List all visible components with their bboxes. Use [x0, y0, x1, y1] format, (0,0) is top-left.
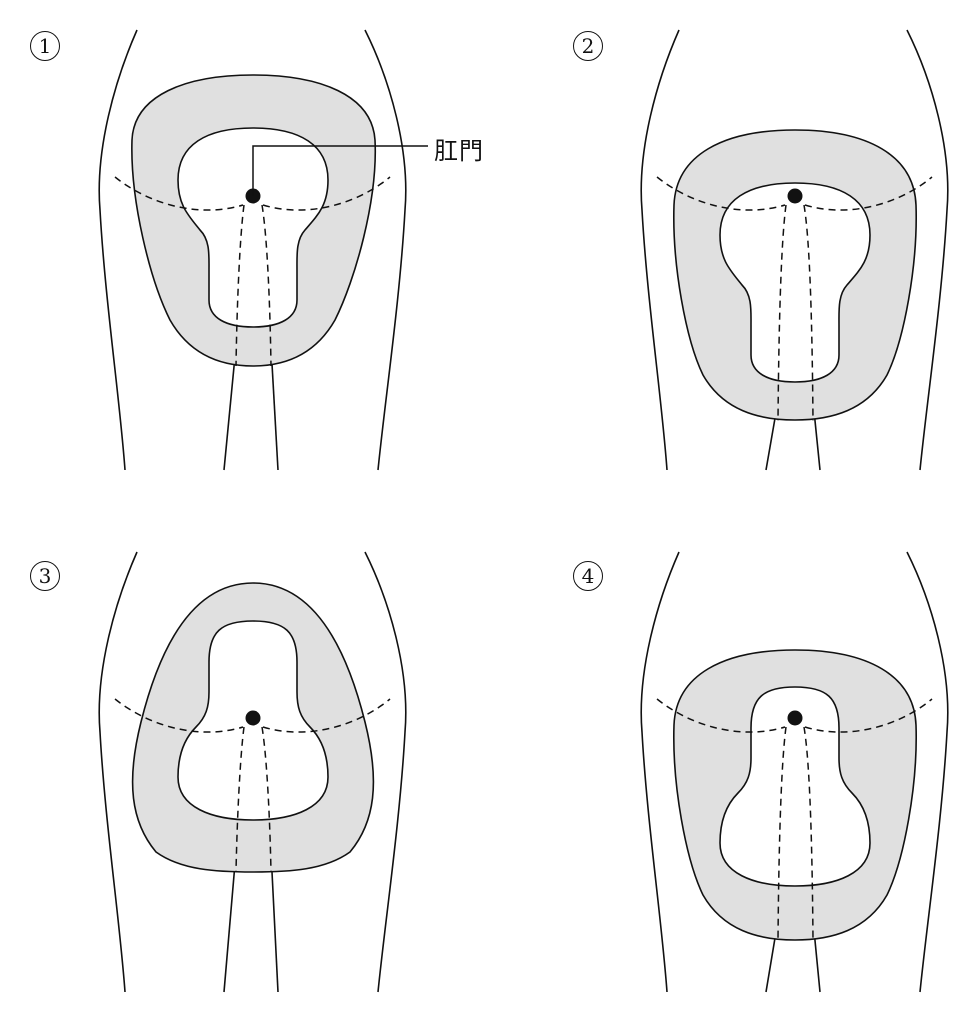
left-buttock-crease-dashed: [656, 176, 786, 211]
ring-inner-edge: [177, 127, 329, 328]
panel-1: [98, 29, 428, 471]
left-hidden-thigh-dashed: [777, 204, 787, 422]
left-leg-outline: [98, 29, 138, 471]
left-buttock-crease-dashed: [656, 698, 786, 733]
left-inner-thigh-line: [223, 851, 237, 993]
right-hidden-thigh-dashed: [261, 204, 272, 367]
panel-label-2: 2: [573, 31, 603, 61]
right-leg-outline: [906, 551, 949, 993]
left-leg-outline: [98, 551, 138, 993]
panel-label-3: 3: [30, 561, 60, 591]
right-inner-thigh-line: [270, 851, 279, 993]
panel-2: [640, 29, 949, 471]
ring-inner-edge: [719, 182, 871, 383]
left-buttock-crease-dashed: [114, 176, 244, 211]
panel-label-4: 4: [573, 561, 603, 591]
ring-inner-edge: [719, 686, 871, 887]
left-inner-thigh-line: [223, 345, 237, 471]
right-buttock-crease-dashed: [804, 176, 933, 211]
panel-label-1: 1: [30, 31, 60, 61]
panel-3: [98, 551, 407, 993]
anus-dot: [787, 710, 803, 726]
anus-dot: [245, 710, 261, 726]
left-hidden-thigh-dashed: [777, 726, 787, 941]
right-leg-outline: [364, 29, 407, 471]
right-inner-thigh-line: [270, 345, 279, 471]
right-buttock-crease-dashed: [262, 698, 391, 733]
right-hidden-thigh-dashed: [261, 726, 272, 873]
right-buttock-crease-dashed: [262, 176, 391, 211]
right-leg-outline: [364, 551, 407, 993]
left-leg-outline: [640, 29, 680, 471]
panel-4: [640, 551, 949, 993]
right-buttock-crease-dashed: [804, 698, 933, 733]
left-leg-outline: [640, 551, 680, 993]
right-hidden-thigh-dashed: [803, 726, 814, 941]
left-hidden-thigh-dashed: [235, 204, 245, 367]
left-hidden-thigh-dashed: [235, 726, 245, 873]
anus-dot: [787, 188, 803, 204]
anus-leader-line: [252, 145, 428, 196]
right-hidden-thigh-dashed: [803, 204, 814, 422]
left-buttock-crease-dashed: [114, 698, 244, 733]
right-leg-outline: [906, 29, 949, 471]
anus-annotation-label: 肛門: [434, 137, 484, 165]
